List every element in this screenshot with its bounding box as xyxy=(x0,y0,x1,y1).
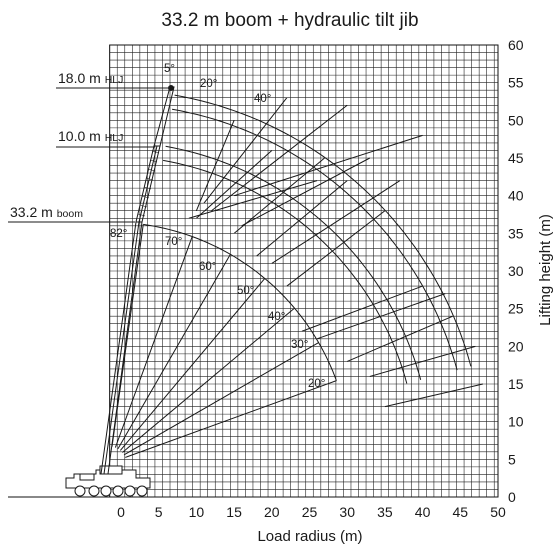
boom-angle-line xyxy=(122,307,295,453)
y-tick-label: 45 xyxy=(508,150,524,166)
boom-angle-line xyxy=(111,224,144,447)
jib-offset-line xyxy=(241,157,371,227)
boom-angle-line xyxy=(117,254,231,449)
crane-carrier-icon xyxy=(65,465,151,497)
jib-offset-line xyxy=(271,180,401,264)
jib-offset-line xyxy=(286,210,386,287)
jib-offset-line xyxy=(256,180,348,257)
boom-angle-line xyxy=(125,380,337,458)
jib-offset-line xyxy=(301,285,423,332)
y-tick-label: 60 xyxy=(508,37,524,53)
config-label-18m: 18.0 m HLJ xyxy=(58,70,123,86)
jib-offset-line xyxy=(188,180,318,219)
jib-range-arc xyxy=(165,145,422,380)
boom-angle-line xyxy=(119,278,266,451)
y-axis-title: Lifting height (m) xyxy=(537,214,554,326)
boom-and-jib xyxy=(100,85,175,475)
boom-range-arc xyxy=(143,223,337,381)
angle-label: 20° xyxy=(308,378,325,390)
grid xyxy=(8,44,499,498)
config-label-10m: 10.0 m HLJ xyxy=(58,128,123,144)
jib-offset-line xyxy=(211,104,348,212)
y-tick-label: 20 xyxy=(508,338,524,354)
x-axis-title: Load radius (m) xyxy=(257,528,362,545)
jib-offset-line xyxy=(347,315,453,362)
x-tick-label: 20 xyxy=(264,504,280,520)
y-tick-label: 0 xyxy=(508,489,516,505)
y-tick-label: 40 xyxy=(508,188,524,204)
jib-offset-line xyxy=(195,120,235,211)
jib-offset-line xyxy=(233,134,423,197)
x-tick-label: 0 xyxy=(117,504,125,520)
angle-label: 20° xyxy=(200,78,217,90)
y-tick-label: 15 xyxy=(508,376,524,392)
x-tick-label: 15 xyxy=(226,504,242,520)
boom-angle-line xyxy=(114,236,193,448)
x-tick-label: 40 xyxy=(415,504,431,520)
x-tick-label: 25 xyxy=(302,504,318,520)
angle-label: 40° xyxy=(254,93,271,105)
angle-label: 40° xyxy=(268,311,285,323)
x-tick-label: 10 xyxy=(189,504,205,520)
x-tick-label: 45 xyxy=(453,504,469,520)
boom-angle-line xyxy=(123,342,319,456)
y-tick-label: 30 xyxy=(508,263,524,279)
angle-label: 82° xyxy=(110,228,127,240)
jib-offset-line xyxy=(203,97,288,204)
config-label-33m: 33.2 m boom xyxy=(10,204,83,220)
angle-label: 60° xyxy=(199,261,216,273)
y-tick-label: 55 xyxy=(508,75,524,91)
x-tick-label: 5 xyxy=(155,504,163,520)
jib-range-arc xyxy=(172,108,458,371)
y-tick-label: 10 xyxy=(508,414,524,430)
x-tick-label: 50 xyxy=(490,504,506,520)
jib-range-arc xyxy=(174,94,472,367)
jib-offset-line xyxy=(369,345,476,377)
jib-offset-line xyxy=(384,383,484,408)
jib-offset-line xyxy=(316,293,446,340)
angle-label: 30° xyxy=(291,339,308,351)
range-curves xyxy=(111,94,484,458)
y-tick-label: 5 xyxy=(508,451,516,467)
angle-label: 5° xyxy=(164,63,175,75)
angle-label: 70° xyxy=(165,236,182,248)
y-tick-label: 25 xyxy=(508,301,524,317)
jib-offset-line xyxy=(196,150,273,219)
x-tick-label: 35 xyxy=(377,504,393,520)
y-tick-label: 35 xyxy=(508,225,524,241)
angle-labels: 82° 70° 60° 50° 40° 30° 20° 5° 20° 40° xyxy=(110,63,325,390)
jib-range-arc xyxy=(163,159,408,384)
jib-offset-line xyxy=(233,157,325,234)
x-tick-label: 30 xyxy=(339,504,355,520)
angle-label: 50° xyxy=(237,285,254,297)
y-tick-label: 50 xyxy=(508,112,524,128)
configuration-labels: 18.0 m HLJ 10.0 m HLJ 33.2 m boom xyxy=(8,70,168,223)
chart-title: 33.2 m boom + hydraulic tilt jib xyxy=(161,10,418,31)
